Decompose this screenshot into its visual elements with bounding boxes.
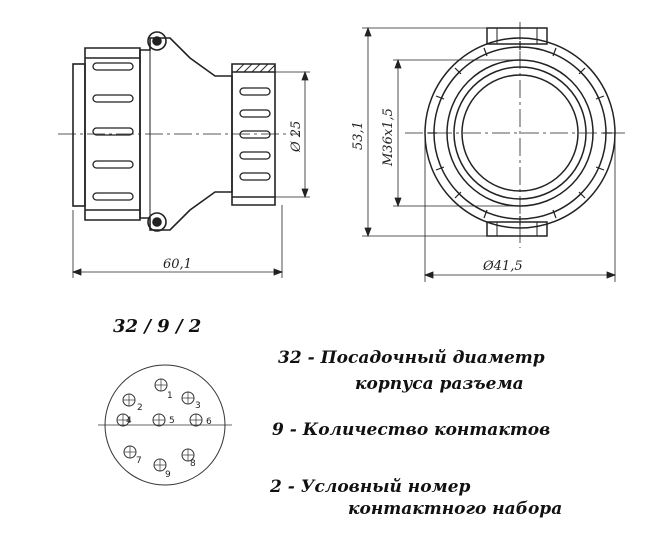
- knurl-ticks: [428, 41, 612, 225]
- side-dimensions: [71, 70, 310, 278]
- front-dimensions: [362, 26, 617, 282]
- legend-num-set: 2: [270, 477, 282, 497]
- pin-label-5: 5: [169, 416, 175, 426]
- flange-screw-bottom: [147, 212, 167, 232]
- pin-label-3: 3: [195, 401, 201, 411]
- pin-layout-code: 32 / 9 / 2: [113, 316, 202, 337]
- legend-line-1-cont: корпуса разъема: [355, 374, 524, 394]
- front-diameter-label: Ø41,5: [482, 259, 523, 274]
- bore-ring: [461, 74, 579, 192]
- length-dimension-label: 60,1: [163, 257, 192, 272]
- bottom-lug: [486, 221, 548, 237]
- nut-rim: [72, 63, 86, 207]
- pin-label-9: 9: [165, 470, 171, 480]
- legend-line-3-cont: контактного набора: [348, 499, 563, 519]
- flange-screw-top: [147, 31, 167, 51]
- coupling-nut: [84, 47, 141, 221]
- legend-line-3: 2 - Условный номер: [270, 477, 470, 497]
- rear-housing: [231, 63, 276, 206]
- legend-text-diameter: - Посадочный диаметр: [307, 348, 545, 368]
- pin-8: [181, 448, 195, 462]
- pin-label-2: 2: [137, 403, 143, 413]
- pin-6: [189, 413, 203, 427]
- thread-hatch: [235, 63, 276, 73]
- pin-4: [116, 413, 130, 427]
- legend-line-2: 9 - Количество контактов: [272, 420, 550, 440]
- legend-num-contacts: 9: [272, 420, 284, 440]
- pin-label-8: 8: [190, 459, 196, 469]
- pin-layout: [98, 364, 232, 486]
- pin-3: [181, 391, 195, 405]
- height-dimension-label: 53,1: [351, 121, 366, 150]
- side-diameter-label: Ø 25: [289, 121, 304, 153]
- legend-line-1: 32 - Посадочный диаметр: [278, 348, 545, 368]
- pin-2: [122, 393, 136, 407]
- pin-9: [153, 458, 167, 472]
- pin-label-1: 1: [167, 391, 173, 401]
- inner-ring: [453, 66, 587, 200]
- legend-text-set: - Условный номер: [287, 477, 471, 497]
- pin-label-7: 7: [136, 456, 142, 466]
- top-lug: [486, 27, 548, 45]
- pin-7: [123, 445, 137, 459]
- legend-text-contacts: - Количество контактов: [289, 420, 551, 440]
- front-view: [405, 22, 625, 248]
- legend-num-diameter: 32: [278, 348, 302, 368]
- rear-ribs: [239, 87, 271, 181]
- pin-1: [154, 378, 168, 392]
- pin-label-6: 6: [206, 417, 212, 427]
- thread-dimension-label: M36x1,5: [381, 108, 396, 167]
- side-view: [58, 31, 300, 232]
- nut-knurl: [92, 62, 134, 201]
- pin-5: [152, 413, 166, 427]
- pin-label-4: 4: [126, 416, 132, 426]
